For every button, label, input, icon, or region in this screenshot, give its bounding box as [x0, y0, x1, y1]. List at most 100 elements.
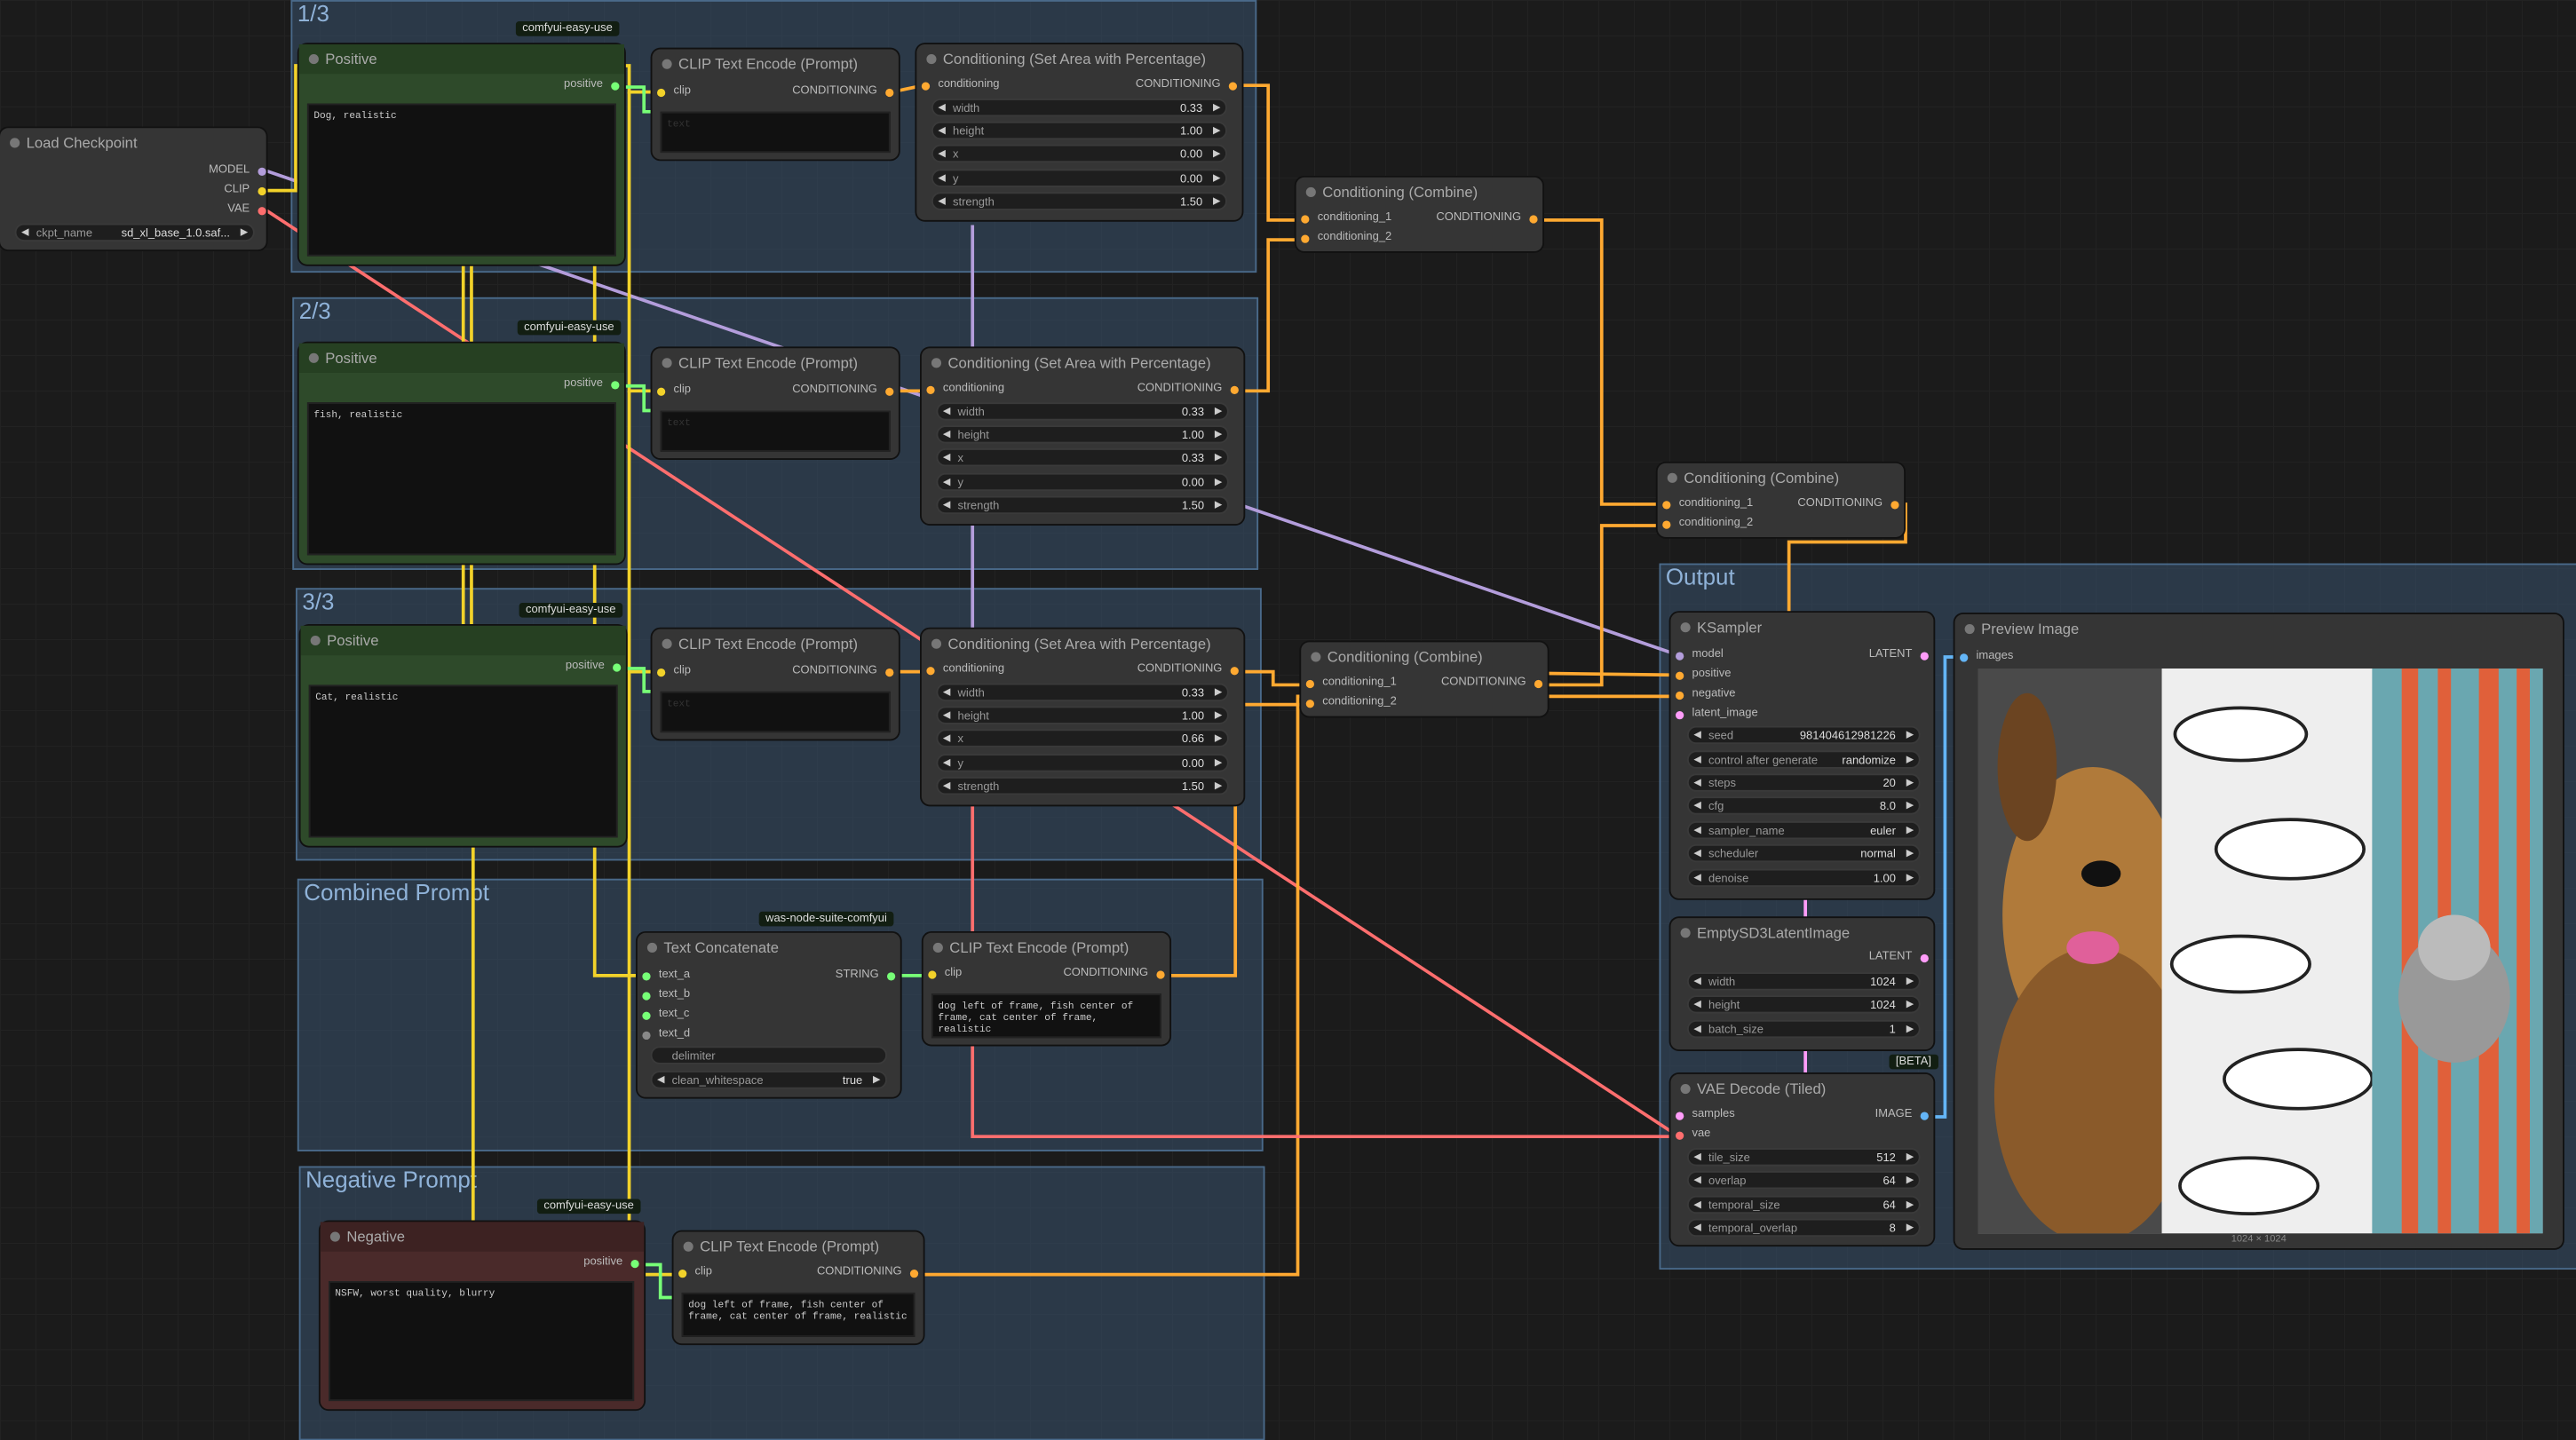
conditioning-output[interactable]: CONDITIONING [1441, 676, 1542, 688]
vae-output[interactable]: VAE [227, 203, 266, 215]
image-output[interactable]: IMAGE [1875, 1109, 1929, 1120]
string-output[interactable]: STRING [836, 969, 895, 981]
conditioning-1-input[interactable]: conditioning_1 [1301, 212, 1391, 224]
y-widget[interactable]: y0.00 [931, 170, 1227, 187]
conditioning-output[interactable]: CONDITIONING [792, 85, 893, 97]
samples-input[interactable]: samples [1676, 1109, 1735, 1120]
conditioning-output[interactable]: CONDITIONING [1136, 79, 1237, 91]
text-input[interactable]: text [661, 112, 891, 153]
ksampler-node[interactable]: KSampler model LATENT positive negative … [1670, 613, 1933, 898]
clip-input[interactable]: clip [657, 85, 691, 97]
positive-node-3[interactable]: Positive positive Cat, realistic [301, 626, 626, 846]
ckpt-name-select[interactable]: ckpt_namesd_xl_base_1.0.saf... [15, 224, 255, 241]
conditioning-combine-1[interactable]: Conditioning (Combine) conditioning_1 CO… [1296, 178, 1543, 251]
clip-text-encode-3[interactable]: CLIP Text Encode (Prompt) clip CONDITION… [652, 629, 899, 740]
positive-output[interactable]: positive [583, 1256, 638, 1268]
clip-output[interactable]: CLIP [224, 184, 266, 195]
set-area-node-3[interactable]: Conditioning (Set Area with Percentage) … [922, 629, 1244, 805]
negative-text-input[interactable]: NSFW, worst quality, blurry [329, 1281, 634, 1401]
text-c-input[interactable]: text_c [642, 1009, 689, 1020]
conditioning-output[interactable]: CONDITIONING [1063, 968, 1164, 979]
conditioning-input[interactable]: conditioning [926, 383, 1004, 394]
clip-text-encode-combined[interactable]: CLIP Text Encode (Prompt) clip CONDITION… [923, 933, 1170, 1045]
conditioning-2-input[interactable]: conditioning_2 [1306, 696, 1397, 708]
text-input[interactable]: dog left of frame, fish center of frame,… [931, 993, 1161, 1038]
clip-input[interactable]: clip [657, 665, 691, 676]
clip-input[interactable]: clip [657, 384, 691, 396]
conditioning-output[interactable]: CONDITIONING [1436, 212, 1537, 224]
vae-decode-tiled-node[interactable]: VAE Decode (Tiled) samples IMAGE vae til… [1670, 1074, 1933, 1245]
latent-output[interactable]: LATENT [1869, 951, 1929, 962]
positive-text-input[interactable]: Cat, realistic [309, 684, 618, 837]
load-checkpoint-node[interactable]: Load Checkpoint MODEL CLIP VAE ckpt_name… [0, 128, 266, 249]
text-concatenate-node[interactable]: Text Concatenate text_a STRING text_b te… [638, 933, 900, 1097]
text-input[interactable]: text [661, 692, 891, 732]
conditioning-2-input[interactable]: conditioning_2 [1662, 518, 1753, 529]
positive-input[interactable]: positive [1676, 669, 1731, 680]
conditioning-1-input[interactable]: conditioning_1 [1662, 498, 1753, 510]
conditioning-output[interactable]: CONDITIONING [1137, 383, 1239, 394]
conditioning-1-input[interactable]: conditioning_1 [1306, 676, 1397, 688]
positive-output[interactable]: positive [564, 79, 619, 91]
y-widget[interactable]: y0.00 [937, 473, 1229, 491]
model-input[interactable]: model [1676, 649, 1724, 661]
vae-input[interactable]: vae [1676, 1128, 1710, 1140]
conditioning-combine-3[interactable]: Conditioning (Combine) conditioning_1 CO… [1301, 642, 1548, 716]
delimiter-input[interactable]: delimiter [651, 1046, 887, 1064]
conditioning-output[interactable]: CONDITIONING [1137, 663, 1239, 675]
text-input[interactable]: dog left of frame, fish center of frame,… [682, 1293, 915, 1337]
clip-text-encode-1[interactable]: CLIP Text Encode (Prompt) clip CONDITION… [652, 50, 899, 160]
set-area-node-2[interactable]: Conditioning (Set Area with Percentage) … [922, 348, 1244, 524]
clip-text-encode-2[interactable]: CLIP Text Encode (Prompt) clip CONDITION… [652, 348, 899, 458]
y-widget[interactable]: y0.00 [937, 754, 1229, 771]
conditioning-output[interactable]: CONDITIONING [817, 1266, 918, 1278]
model-output[interactable]: MODEL [209, 164, 266, 176]
images-input[interactable]: images [1960, 651, 2013, 662]
conditioning-output[interactable]: CONDITIONING [1797, 498, 1898, 510]
set-area-node-1[interactable]: Conditioning (Set Area with Percentage) … [916, 44, 1241, 220]
clip-input[interactable]: clip [928, 968, 962, 979]
positive-node-2[interactable]: Positive positive fish, realistic [299, 344, 624, 564]
x-widget[interactable]: x0.33 [937, 448, 1229, 466]
conditioning-input[interactable]: conditioning [926, 663, 1004, 675]
latent-output[interactable]: LATENT [1869, 649, 1929, 661]
positive-text-input[interactable]: fish, realistic [307, 402, 616, 555]
text-b-input[interactable]: text_b [642, 989, 690, 1001]
x-widget[interactable]: x0.66 [937, 729, 1229, 747]
x-widget[interactable]: x0.00 [931, 145, 1227, 162]
positive-node-1[interactable]: Positive positive Dog, realistic [299, 44, 624, 265]
clip-text-encode-negative[interactable]: CLIP Text Encode (Prompt) clip CONDITION… [674, 1232, 923, 1344]
positive-output[interactable]: positive [566, 661, 621, 672]
text-input[interactable]: text [661, 411, 891, 452]
latent-image-input[interactable]: latent_image [1676, 708, 1758, 719]
conditioning-combine-2[interactable]: Conditioning (Combine) conditioning_1 CO… [1658, 463, 1905, 537]
conditioning-output[interactable]: CONDITIONING [792, 665, 893, 676]
conditioning-input[interactable]: conditioning [922, 79, 1000, 91]
